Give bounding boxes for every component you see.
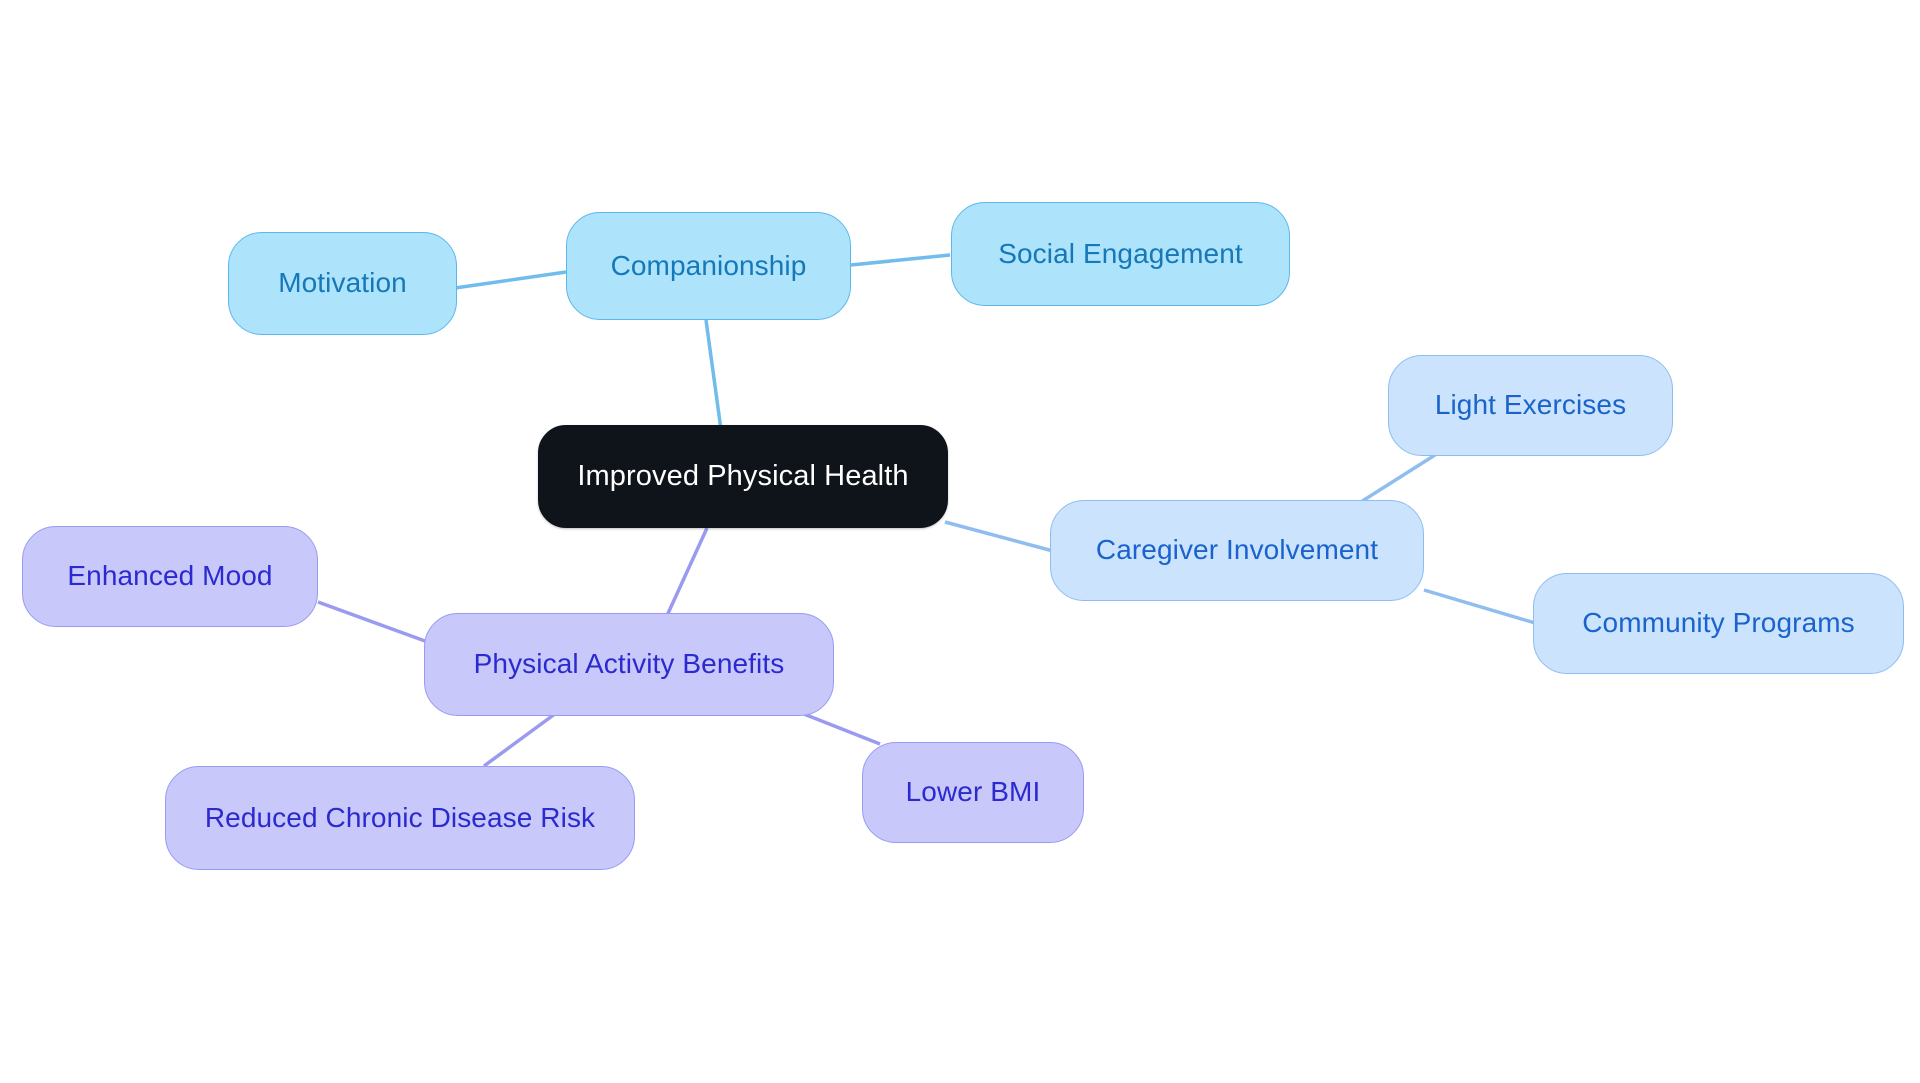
edge-root-physical-activity-benefits xyxy=(663,527,709,621)
node-reduced-chronic-disease-risk[interactable]: Reduced Chronic Disease Risk xyxy=(165,766,635,870)
node-light-exercises[interactable]: Light Exercises xyxy=(1388,355,1673,456)
node-social-engagement[interactable]: Social Engagement xyxy=(951,202,1290,306)
node-label: Companionship xyxy=(610,249,807,281)
edge-companionship-motivation xyxy=(454,270,567,290)
edge-root-companionship xyxy=(704,319,724,438)
node-label: Light Exercises xyxy=(1434,389,1627,421)
node-label: Caregiver Involvement xyxy=(1095,534,1379,566)
node-label: Social Engagement xyxy=(998,237,1243,269)
node-label: Physical Activity Benefits xyxy=(473,648,785,680)
edge-companionship-social-engagement xyxy=(850,253,951,267)
node-improved-physical-health[interactable]: Improved Physical Health xyxy=(538,425,948,528)
node-lower-bmi[interactable]: Lower BMI xyxy=(862,742,1084,843)
node-label: Reduced Chronic Disease Risk xyxy=(204,801,596,833)
node-label: Enhanced Mood xyxy=(67,560,273,592)
node-companionship[interactable]: Companionship xyxy=(566,212,851,320)
edge-root-caregiver-involvement xyxy=(944,520,1054,553)
node-label: Lower BMI xyxy=(905,776,1041,808)
node-caregiver-involvement[interactable]: Caregiver Involvement xyxy=(1050,500,1424,601)
node-community-programs[interactable]: Community Programs xyxy=(1533,573,1904,674)
node-physical-activity-benefits[interactable]: Physical Activity Benefits xyxy=(424,613,834,716)
node-enhanced-mood[interactable]: Enhanced Mood xyxy=(22,526,318,627)
edge-pab-reduced-chronic-disease-risk xyxy=(482,706,565,768)
node-label: Motivation xyxy=(278,267,407,299)
edge-caregiver-community-programs xyxy=(1423,588,1536,625)
node-motivation[interactable]: Motivation xyxy=(228,232,457,335)
edge-pab-enhanced-mood xyxy=(317,600,426,643)
node-label: Community Programs xyxy=(1582,607,1855,639)
node-label: Improved Physical Health xyxy=(577,459,909,492)
